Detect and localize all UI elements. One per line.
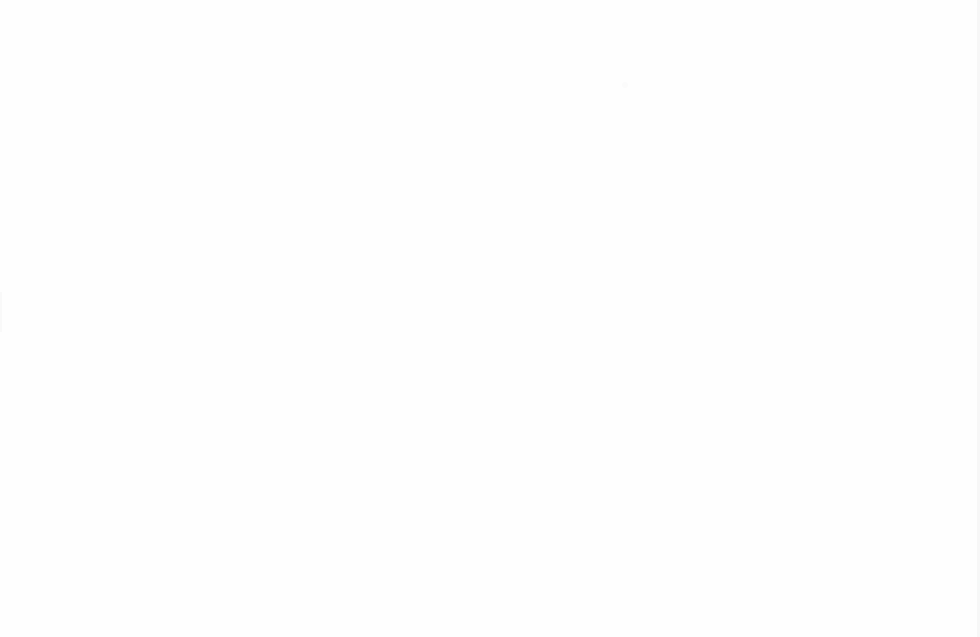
right-edge-border: [977, 0, 980, 637]
faint-artifact: [622, 82, 628, 88]
left-edge-mark: [0, 292, 2, 332]
